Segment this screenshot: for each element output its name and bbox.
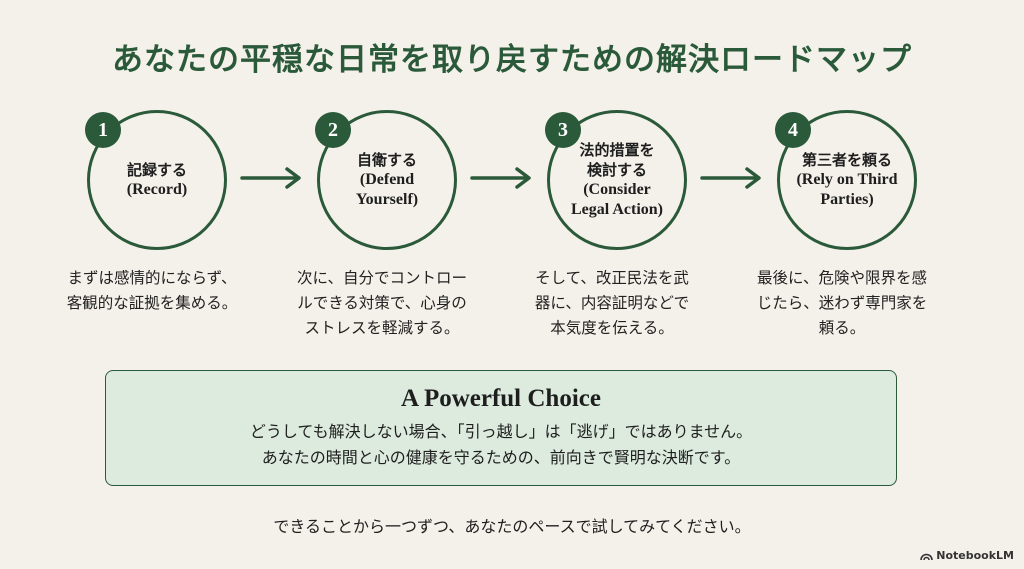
step-2: 自衛する (Defend Yourself) 2: [315, 110, 457, 250]
arrow-right-icon: [470, 167, 531, 189]
description-line: 次に、自分でコントロー: [296, 269, 468, 287]
step-number-badge: 4: [775, 112, 811, 148]
step-title-en: (Record): [126, 181, 188, 198]
step-number-badge: 2: [315, 112, 351, 148]
arrow-right-icon: [240, 167, 301, 189]
brand-label: NotebookLM: [936, 549, 1014, 562]
description-line: そして、改正民法を武: [535, 269, 689, 287]
step-title-en: (Consider: [583, 181, 651, 198]
page-title: あなたの平穏な日常を取り戻すための解決ロードマップ: [112, 42, 912, 78]
step-title-jp: 自衛する: [356, 151, 417, 169]
step-title-en: Legal Action): [571, 201, 663, 218]
description-line: ルできる対策で、心身の: [297, 294, 467, 312]
step-title-en: Yourself): [355, 191, 419, 208]
step-title-en: Parties): [820, 191, 874, 208]
step-title-jp: 第三者を頼る: [801, 151, 892, 169]
footer-message: できることから一つずつ、あなたのペースで試してみてください。: [273, 517, 751, 536]
step-1-description: まずは感情的にならず、 客観的な証拠を集める。: [47, 266, 257, 316]
step-2-description: 次に、自分でコントロー ルできる対策で、心身の ストレスを軽減する。: [277, 266, 487, 341]
arrow-right-icon: [700, 167, 761, 189]
step-title-en: (Defend: [359, 171, 415, 188]
description-line: ストレスを軽減する。: [304, 319, 460, 337]
step-4-description: 最後に、危険や限界を感 じたら、迷わず専門家を 頼る。: [737, 266, 947, 341]
description-line: 頼る。: [818, 319, 866, 337]
description-line: まずは感情的にならず、: [67, 269, 237, 287]
notebooklm-watermark: NotebookLM: [920, 549, 1014, 562]
step-1: 記録する (Record) 1: [85, 110, 227, 250]
step-title-jp: 記録する: [126, 161, 187, 179]
description-line: 客観的な証拠を集める。: [66, 294, 238, 312]
description-line: 器に、内容証明などで: [534, 294, 690, 312]
step-3: 法的措置を 検討する (Consider Legal Action) 3: [545, 110, 687, 250]
step-3-description: そして、改正民法を武 器に、内容証明などで 本気度を伝える。: [507, 266, 717, 341]
choice-title: A Powerful Choice: [401, 385, 601, 412]
notebooklm-logo-icon: [920, 553, 934, 560]
step-number-badge: 1: [85, 112, 121, 148]
description-line: 本気度を伝える。: [550, 319, 674, 337]
description-line: じたら、迷わず専門家を: [756, 294, 928, 312]
choice-line: あなたの時間と心の健康を守るための、前向きで賢明な決断です。: [261, 448, 741, 467]
step-title-jp: 法的措置を: [579, 141, 655, 159]
step-number-badge: 3: [545, 112, 581, 148]
step-4: 第三者を頼る (Rely on Third Parties) 4: [775, 110, 917, 250]
step-title-en: (Rely on Third: [796, 171, 898, 188]
description-line: 最後に、危険や限界を感: [756, 269, 928, 287]
choice-line: どうしても解決しない場合、「引っ越し」は「逃げ」ではありません。: [249, 422, 753, 441]
powerful-choice-box: A Powerful Choice どうしても解決しない場合、「引っ越し」は「逃…: [105, 370, 897, 486]
step-circle: 法的措置を 検討する (Consider Legal Action): [547, 110, 687, 250]
step-title-jp: 検討する: [586, 161, 647, 179]
